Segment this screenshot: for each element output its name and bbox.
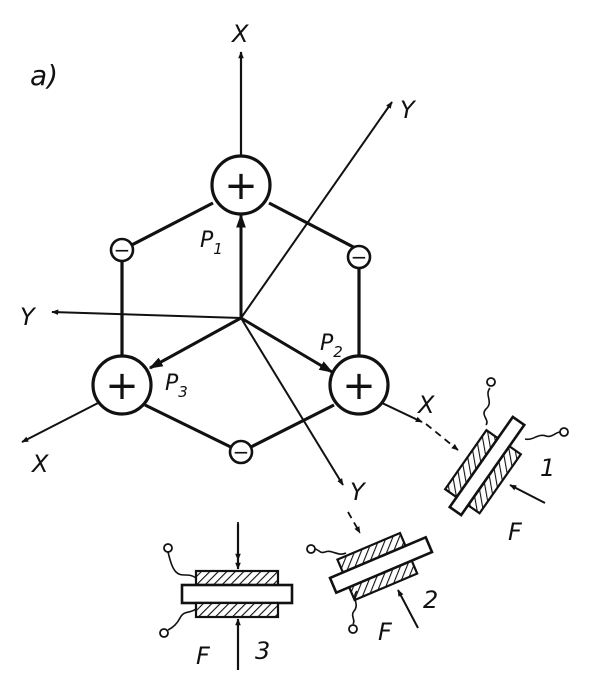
plus-charge-top: + (210, 154, 272, 216)
axis-x-lower-left-label: X (30, 450, 49, 478)
axis-x-right (379, 401, 423, 423)
minus-charge-upper-right: − (346, 244, 372, 270)
axis-y-left (51, 309, 242, 319)
axis-y-left-label: Y (20, 303, 37, 331)
plate-2-leads (306, 544, 358, 634)
plate-1-number: 1 (540, 454, 555, 482)
plate-1-force-label: F (508, 518, 523, 546)
plate-2 (328, 531, 434, 602)
minus-charge-bottom: − (228, 439, 254, 465)
svg-text:+: + (105, 363, 139, 409)
plus-charge-right: + (328, 354, 390, 416)
axis-y-bottom (240, 317, 344, 486)
plate-3-number: 3 (255, 637, 270, 665)
vector-p2-label: P2 (320, 331, 343, 361)
vector-p3 (148, 316, 242, 370)
svg-text:+: + (224, 163, 258, 209)
plate-3-force-label: F (196, 642, 211, 670)
axis-y-upper-right (240, 101, 393, 319)
svg-text:+: + (342, 363, 376, 409)
svg-text:−: − (114, 238, 131, 262)
plate-2-number: 2 (423, 586, 438, 614)
plate-3 (180, 569, 294, 619)
axis-y-upper-right-label: Y (400, 96, 417, 124)
axis-x-right-label: X (416, 391, 435, 419)
axis-y-bottom-label: Y (350, 478, 367, 506)
panel-label: a) (30, 59, 58, 92)
plate-1 (443, 415, 527, 517)
axis-x-lower-left (21, 401, 101, 443)
minus-charge-upper-left: − (109, 237, 135, 263)
plus-charge-left: + (91, 354, 153, 416)
vector-p2 (240, 316, 334, 374)
plate-1-force-arrow (509, 484, 546, 504)
vector-p3-label: P3 (165, 371, 188, 401)
svg-text:−: − (233, 440, 250, 464)
vector-p1-label: P1 (200, 228, 223, 258)
plate-1-leads (483, 377, 569, 441)
plate-2-force-arrow (397, 589, 419, 629)
plate-2-force-label: F (378, 618, 393, 646)
svg-text:−: − (351, 245, 368, 269)
plate-3-leads (159, 543, 197, 638)
axis-x-top-label: X (230, 20, 249, 48)
